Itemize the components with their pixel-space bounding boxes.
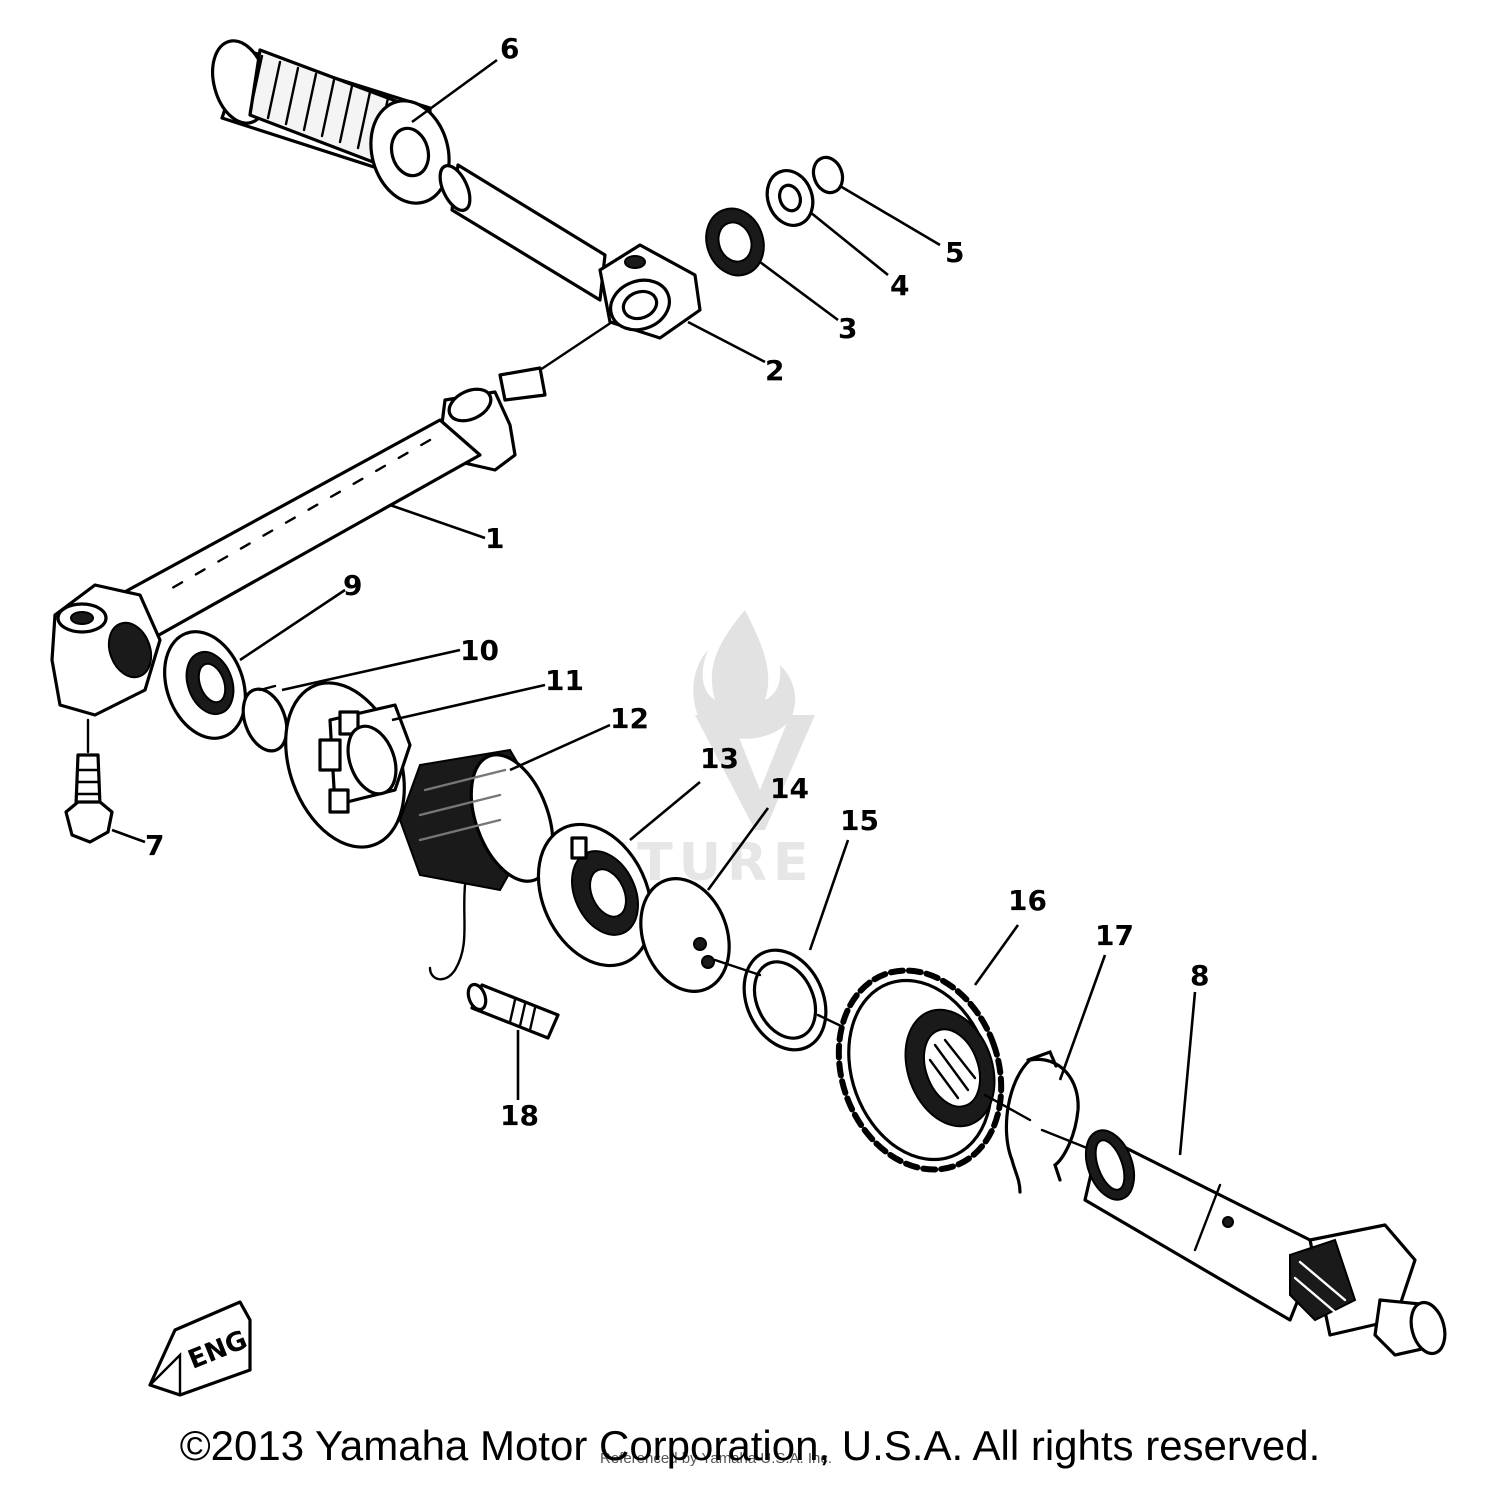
copyright-caption: ©2013 Yamaha Motor Corporation, U.S.A. A… xyxy=(179,1422,1321,1469)
callout-15: 15 xyxy=(840,804,879,837)
part-13-spring-guide xyxy=(536,822,654,968)
assembly-axis-lower-a xyxy=(713,958,762,977)
leader-1 xyxy=(389,503,486,540)
callout-10: 10 xyxy=(460,634,499,667)
part-3-oil-seal xyxy=(705,207,765,277)
callout-6: 6 xyxy=(500,32,519,65)
assembly-axis-upper xyxy=(538,320,614,372)
leader-9 xyxy=(239,588,346,662)
callout-1: 1 xyxy=(485,522,504,555)
leader-8 xyxy=(1178,991,1197,1156)
part-17-kick-clip xyxy=(1004,1049,1080,1194)
callout-11: 11 xyxy=(545,664,584,697)
engine-direction-marker xyxy=(148,1300,252,1397)
leader-3 xyxy=(759,260,839,322)
part-10-circlip xyxy=(241,684,289,753)
part-5-circlip xyxy=(811,155,845,195)
part-4-washer xyxy=(765,169,815,227)
callout-9: 9 xyxy=(343,569,362,602)
callout-16: 16 xyxy=(1008,884,1047,917)
kick-crank-shaft xyxy=(438,163,607,302)
part-11-ratchet xyxy=(284,681,412,849)
assembly-axis-lower-d xyxy=(1040,1128,1094,1152)
leader-17 xyxy=(1058,954,1107,1081)
callout-4: 4 xyxy=(890,269,909,302)
part-15-washer xyxy=(742,948,828,1052)
part-16-kick-gear xyxy=(835,967,1005,1173)
callout-14: 14 xyxy=(770,772,809,805)
part-7-bolt xyxy=(64,718,114,844)
part-6-kick-grip xyxy=(211,39,451,205)
callout-5: 5 xyxy=(945,236,964,269)
leader-6 xyxy=(411,58,498,124)
leader-15 xyxy=(808,839,850,951)
leader-2 xyxy=(687,320,766,364)
callout-18: 18 xyxy=(500,1099,539,1132)
leader-7 xyxy=(111,828,146,844)
callout-3: 3 xyxy=(838,312,857,345)
part-8-kick-axle xyxy=(1083,1129,1447,1357)
callout-13: 13 xyxy=(700,742,739,775)
callout-8: 8 xyxy=(1190,959,1209,992)
callout-17: 17 xyxy=(1095,919,1134,952)
watermark-logo xyxy=(693,610,815,830)
leader-16 xyxy=(973,924,1020,986)
part-2-crank-boss xyxy=(598,243,702,340)
leader-4 xyxy=(809,210,889,277)
part-1-kick-arm xyxy=(50,366,547,717)
callout-7: 7 xyxy=(145,829,164,862)
part-14-circlip xyxy=(639,877,731,993)
callout-12: 12 xyxy=(610,702,649,735)
credit-text: Referenced by Yamaha U.S.A. Inc. xyxy=(600,1450,833,1467)
leader-11 xyxy=(391,683,546,722)
leader-10 xyxy=(281,648,461,692)
part-18-pin xyxy=(466,982,560,1040)
callout-2: 2 xyxy=(765,354,784,387)
leader-13 xyxy=(629,780,701,842)
leader-12 xyxy=(509,723,611,772)
leader-5 xyxy=(839,184,941,247)
leader-14 xyxy=(706,807,770,891)
part-9-seal xyxy=(163,630,247,740)
part-12-spring xyxy=(398,748,555,981)
